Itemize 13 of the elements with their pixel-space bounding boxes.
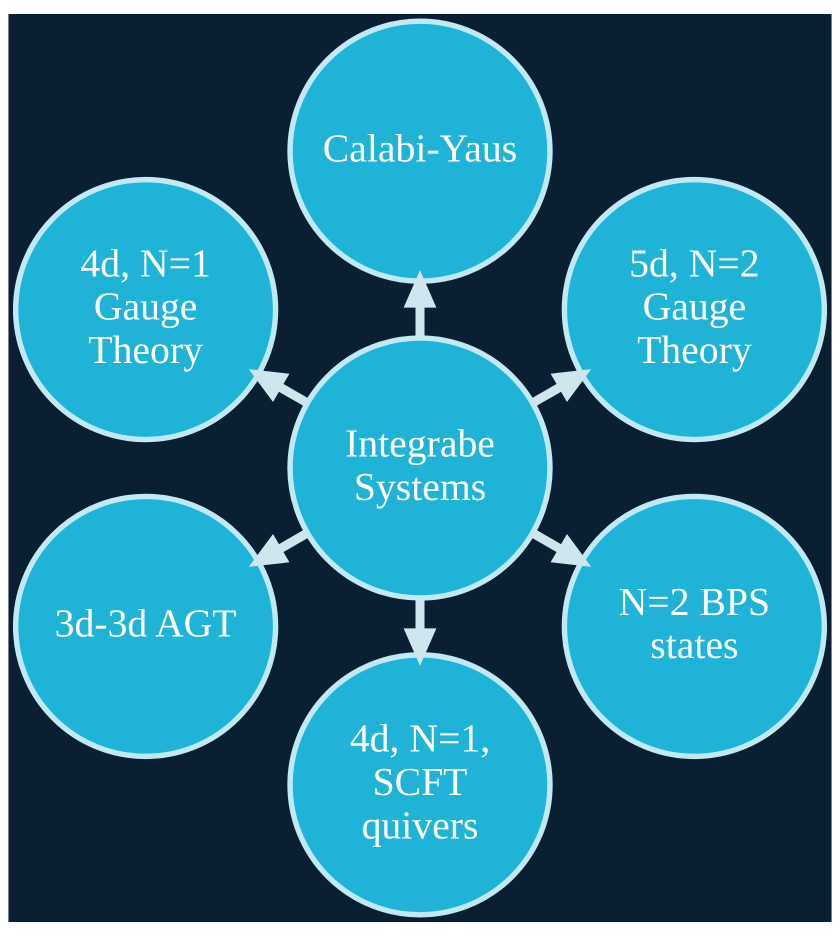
arrow — [530, 369, 592, 407]
arrow — [248, 369, 310, 407]
arrow — [530, 529, 592, 567]
node-circle: Integrabe Systems — [287, 335, 553, 601]
node-circle: N=2 BPS states — [562, 494, 828, 760]
arrow — [248, 529, 310, 567]
arrow — [404, 598, 436, 666]
arrow — [404, 270, 436, 338]
node-circle: 4d, N=1 Gauge Theory — [12, 176, 278, 442]
node-circle: 4d, N=1, SCFT quivers — [287, 652, 553, 918]
node-circle: 5d, N=2 Gauge Theory — [562, 176, 828, 442]
node-circle: 3d-3d AGT — [12, 494, 278, 760]
node-circle: Calabi-Yaus — [287, 18, 553, 284]
